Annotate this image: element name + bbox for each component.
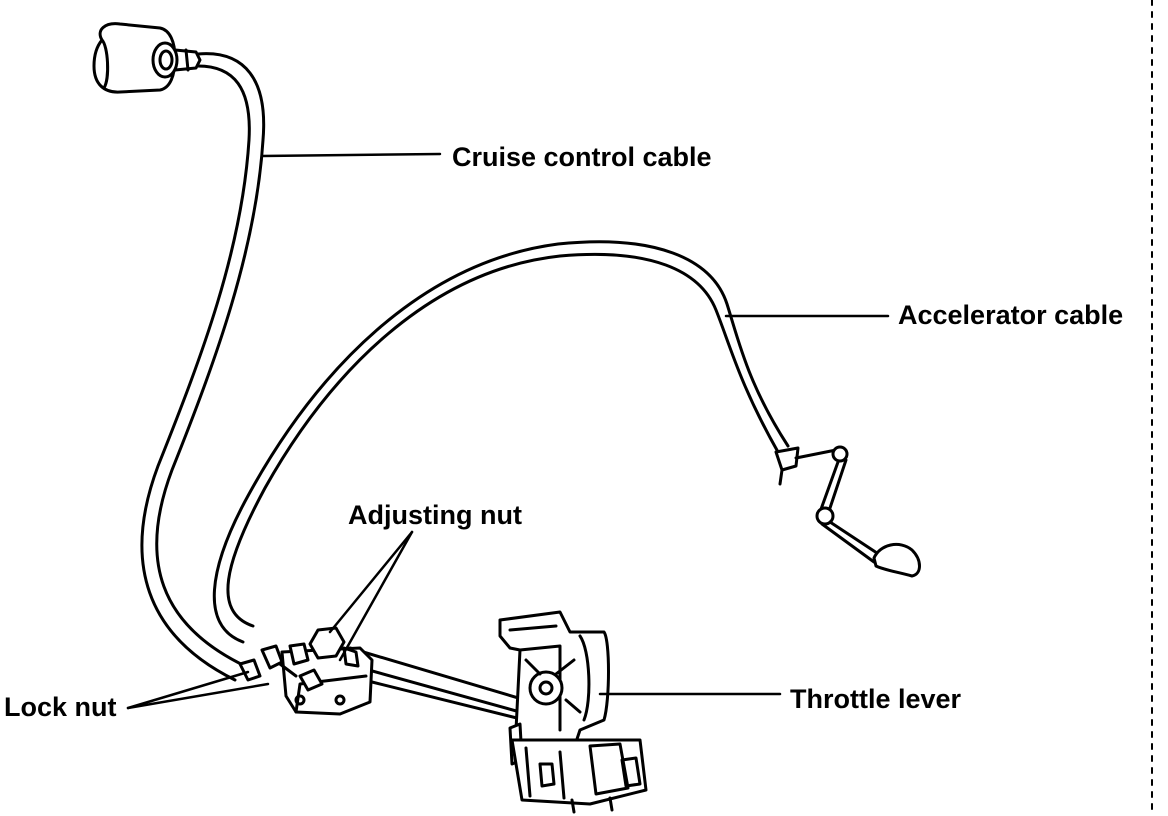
leader-adjusting-nut-1 [328,530,414,634]
leader-cruise-control-cable [260,152,442,158]
accelerator-cable [212,240,790,644]
leader-lock-nut-2 [126,682,270,710]
label-throttle-lever: Throttle lever [790,684,962,714]
label-lock-nut: Lock nut [4,692,117,722]
label-accelerator-cable: Accelerator cable [898,300,1124,330]
leader-adjusting-nut-2 [338,530,414,662]
cruise-control-cable [140,52,266,682]
label-cruise-control-cable: Cruise control cable [452,142,712,172]
cable-bracket [238,626,374,716]
throttle-body [498,610,648,814]
cruise-control-actuator [92,22,202,94]
leader-lines [126,152,890,710]
accelerator-pedal [774,445,921,578]
label-adjusting-nut: Adjusting nut [348,500,522,530]
leader-lock-nut-1 [126,670,250,710]
